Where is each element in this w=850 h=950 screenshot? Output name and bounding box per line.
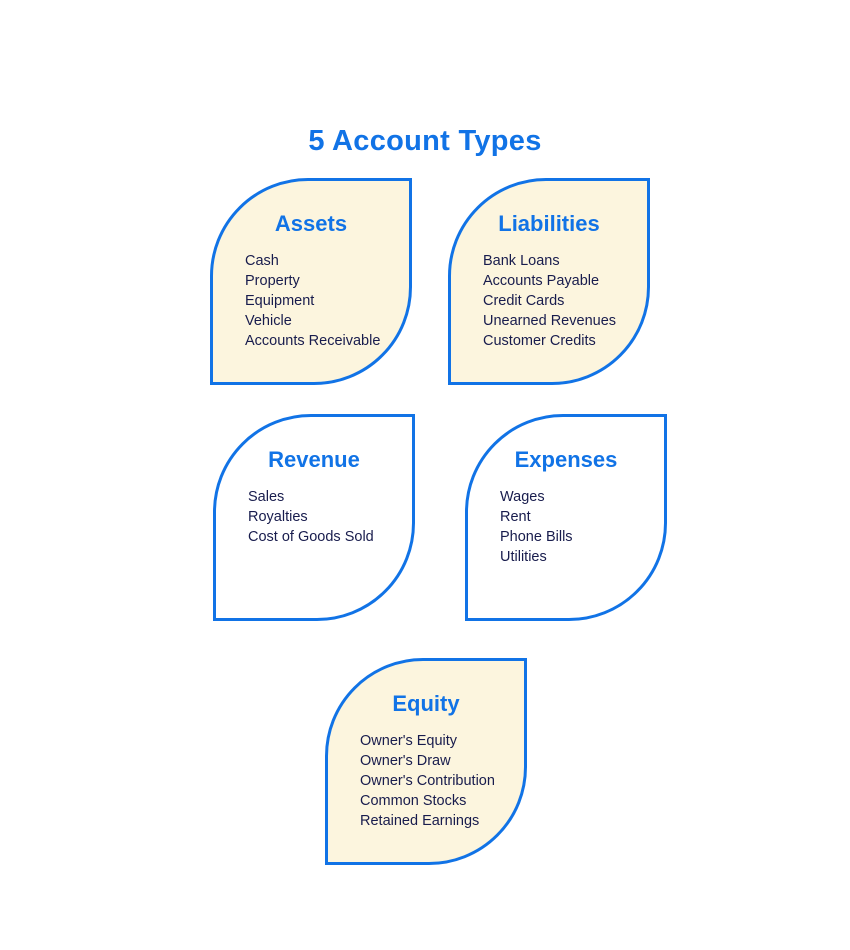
card-item: Common Stocks	[360, 793, 467, 809]
card-item: Utilities	[500, 549, 547, 565]
card-item: Accounts Receivable	[245, 333, 381, 349]
card-title: Liabilities	[498, 211, 600, 236]
card-item: Equipment	[245, 293, 315, 309]
card-item: Cash	[245, 253, 279, 269]
card-item: Property	[245, 273, 300, 289]
card-item: Retained Earnings	[360, 813, 480, 829]
card-item: Customer Credits	[483, 333, 596, 349]
card-item: Bank Loans	[483, 253, 560, 269]
card-item: Cost of Goods Sold	[248, 529, 374, 545]
card-title: Assets	[274, 211, 348, 236]
card-item: Accounts Payable	[483, 273, 600, 289]
card-item: Sales	[248, 489, 285, 505]
card-item: Wages	[500, 489, 545, 505]
card-item: Owner's Contribution	[360, 773, 495, 789]
card-item: Vehicle	[245, 313, 292, 329]
page-title: 5 Account Types	[308, 125, 542, 158]
card-title: Revenue	[268, 447, 360, 472]
card-item: Unearned Revenues	[483, 313, 617, 329]
card-item: Royalties	[248, 509, 308, 525]
card-item: Phone Bills	[500, 529, 573, 545]
card-item: Owner's Draw	[360, 753, 451, 769]
card-title: Expenses	[514, 447, 618, 472]
card-title: Equity	[392, 691, 460, 716]
card-item: Rent	[500, 509, 531, 525]
card-item: Credit Cards	[483, 293, 565, 309]
card-item: Owner's Equity	[360, 733, 458, 749]
